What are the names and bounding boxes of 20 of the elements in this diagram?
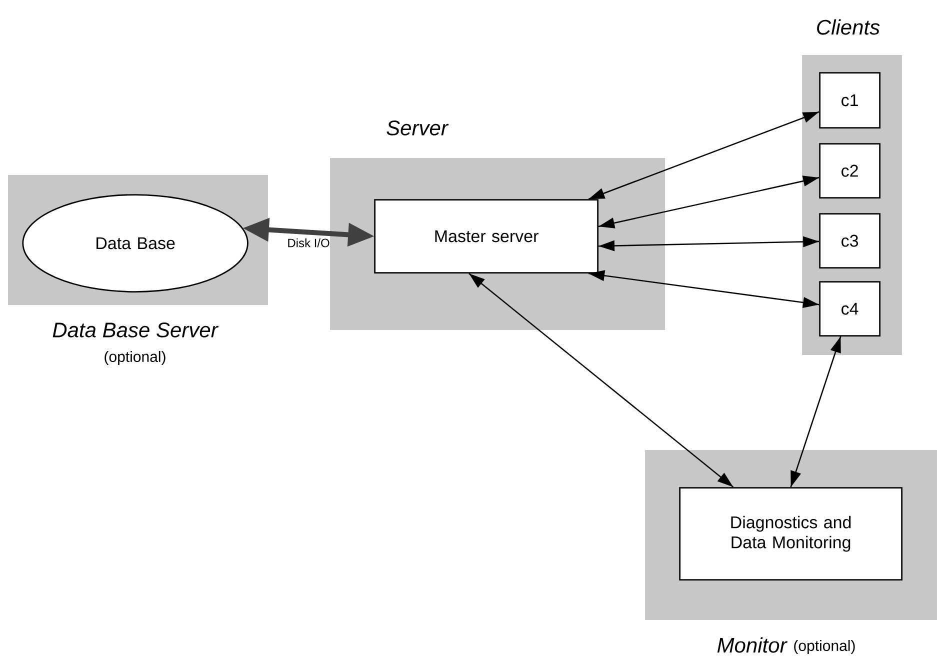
node-label: Clients: [817, 19, 880, 35]
node-label: (optional): [104, 350, 166, 365]
process-box: c3: [819, 213, 880, 268]
arrow: [790, 336, 842, 488]
node-label: Monitor: [717, 637, 788, 653]
node-label: (optional): [794, 640, 855, 654]
process-box: c4: [819, 281, 880, 336]
node-label: Server: [386, 120, 449, 136]
process-box: c2: [819, 143, 880, 198]
arrow: [588, 270, 820, 308]
arrow: [468, 272, 734, 488]
arrow: [598, 176, 820, 228]
edge-label: Disk I/O: [288, 238, 330, 248]
process-box: c1: [819, 72, 880, 128]
node-label: Data Base Server: [52, 322, 219, 338]
process-box: Master server: [374, 199, 598, 274]
arrow: [588, 111, 820, 200]
arrow: [242, 218, 374, 247]
process-box: Diagnostics and Data Monitoring: [679, 487, 902, 580]
arrow: [598, 236, 820, 252]
